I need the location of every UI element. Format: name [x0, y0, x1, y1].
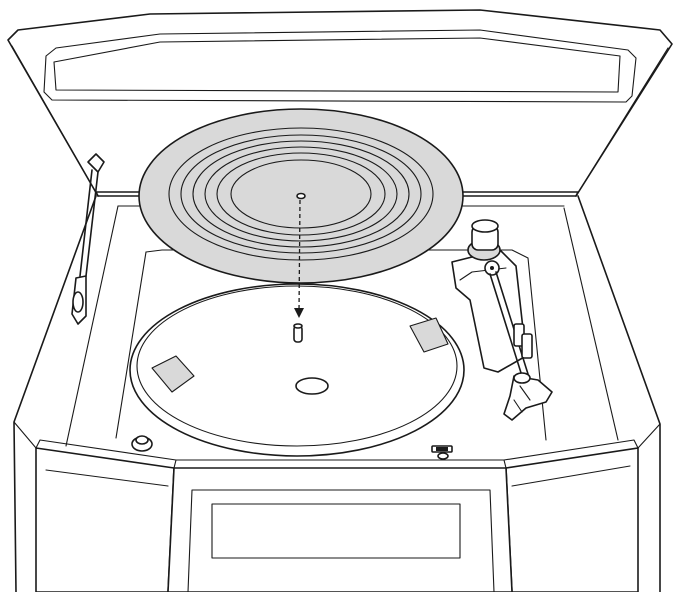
- mat-center-hole: [296, 192, 306, 200]
- display-window: [211, 503, 461, 559]
- mat-grooves: [168, 127, 434, 261]
- installation-arrow: [294, 199, 304, 318]
- front-panel-center: [167, 459, 513, 592]
- tonearm-base: [451, 249, 527, 373]
- platter-pad-left: [151, 355, 195, 393]
- platter-mat[interactable]: [138, 108, 464, 284]
- center-spindle: [293, 323, 303, 343]
- speed-selector[interactable]: [431, 445, 453, 460]
- headshell[interactable]: [503, 372, 553, 421]
- dust-cover-window: [43, 29, 637, 103]
- arm-rest: [513, 323, 533, 359]
- front-panel-left: [13, 421, 177, 592]
- front-panel-right: [503, 423, 661, 592]
- tonearm-assembly[interactable]: [451, 219, 553, 421]
- platter[interactable]: [129, 283, 465, 457]
- counterweight[interactable]: [467, 219, 501, 261]
- platter-hub: [295, 377, 329, 395]
- cabinet-body: [13, 191, 661, 592]
- platter-pad-right: [409, 317, 449, 353]
- start-stop-knob[interactable]: [131, 435, 153, 452]
- lid-hinge-left: [71, 153, 105, 325]
